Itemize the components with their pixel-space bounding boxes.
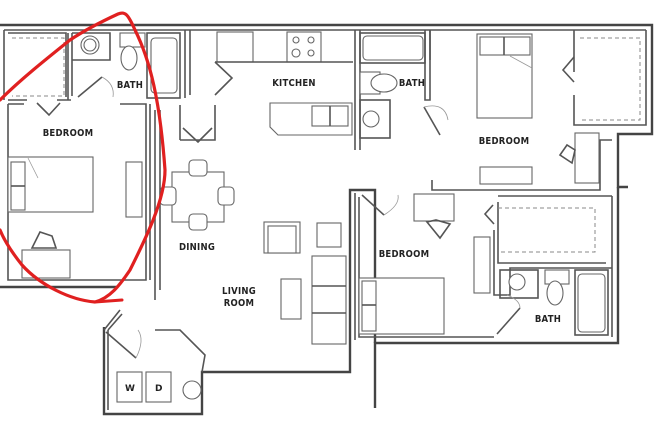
dining [154, 110, 235, 300]
dryer-label: D [155, 384, 163, 394]
outer-walls [0, 23, 654, 416]
room-label-bedroom-2: BEDROOM [478, 136, 530, 147]
bath-3 [496, 269, 609, 336]
bedroom-1-walls [7, 32, 151, 281]
room-label-bedroom-3: BEDROOM [378, 249, 430, 260]
room-label-bath-2: BATH [398, 78, 426, 89]
room-label-bath-1: BATH [116, 80, 144, 91]
kitchen [179, 30, 353, 144]
room-label-dining: DINING [178, 242, 216, 253]
bed-1 [7, 156, 143, 279]
bedroom-3 [354, 193, 612, 340]
red-circle-annotation [0, 11, 167, 304]
laundry [116, 371, 202, 403]
room-label-kitchen: KITCHEN [272, 78, 316, 89]
room-label-living-room: LIVING ROOM [222, 286, 256, 309]
living-room [103, 221, 347, 373]
washer-label: W [125, 384, 135, 394]
room-label-bedroom-1: BEDROOM [42, 128, 94, 139]
room-label-bath-3: BATH [534, 314, 562, 325]
bath-2 [354, 30, 449, 150]
bedroom-2 [429, 30, 647, 191]
